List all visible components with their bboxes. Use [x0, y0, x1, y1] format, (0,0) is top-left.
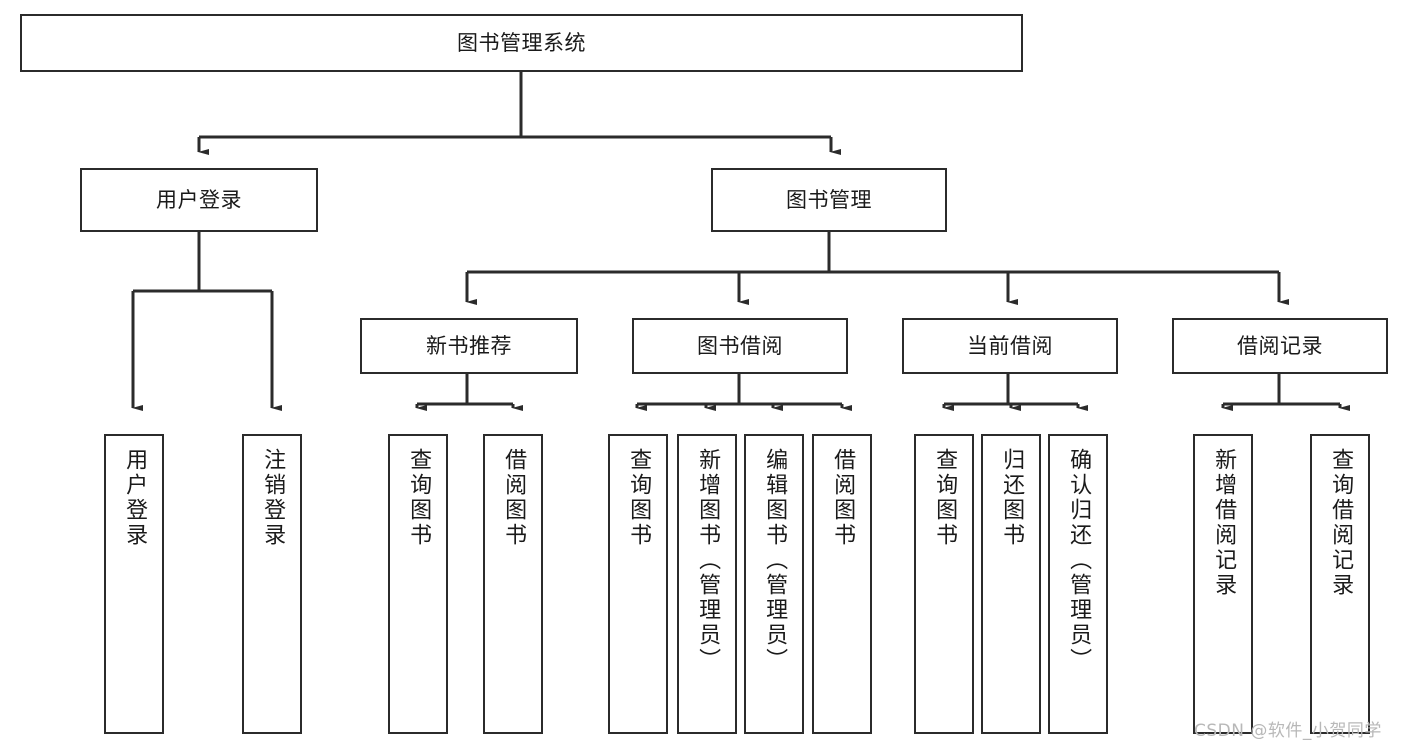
node-label: 查询图书: [932, 448, 958, 548]
leaf-borrow-query-book[interactable]: 查询图书: [608, 434, 668, 734]
node-current-borrow[interactable]: 当前借阅: [902, 318, 1118, 374]
leaf-recommend-borrow-book[interactable]: 借阅图书: [483, 434, 543, 734]
node-label: 归还图书: [999, 448, 1025, 548]
node-book-management[interactable]: 图书管理: [711, 168, 947, 232]
leaf-borrow-borrow-book[interactable]: 借阅图书: [812, 434, 872, 734]
node-borrow-record[interactable]: 借阅记录: [1172, 318, 1388, 374]
node-label: 查询图书: [406, 448, 432, 548]
node-label: 新增图书（管理员）: [695, 448, 721, 673]
leaf-record-query-record[interactable]: 查询借阅记录: [1310, 434, 1370, 734]
node-book-borrow[interactable]: 图书借阅: [632, 318, 848, 374]
leaf-user-logout[interactable]: 注销登录: [242, 434, 302, 734]
node-label: 确认归还（管理员）: [1066, 448, 1092, 673]
node-label: 图书管理: [786, 187, 872, 212]
node-label: 图书借阅: [697, 333, 783, 358]
node-label: 新增借阅记录: [1211, 448, 1237, 598]
node-label: 借阅记录: [1237, 333, 1323, 358]
node-label: 用户登录: [122, 448, 148, 548]
node-label: 借阅图书: [830, 448, 856, 548]
leaf-user-login[interactable]: 用户登录: [104, 434, 164, 734]
leaf-current-query-book[interactable]: 查询图书: [914, 434, 974, 734]
node-label: 编辑图书（管理员）: [762, 448, 788, 673]
leaf-record-add-record[interactable]: 新增借阅记录: [1193, 434, 1253, 734]
csdn-watermark: CSDN @软件_小贺同学: [1194, 721, 1382, 741]
leaf-current-return-book[interactable]: 归还图书: [981, 434, 1041, 734]
leaf-borrow-add-book-admin[interactable]: 新增图书（管理员）: [677, 434, 737, 734]
node-user-login[interactable]: 用户登录: [80, 168, 318, 232]
leaf-current-confirm-return-admin[interactable]: 确认归还（管理员）: [1048, 434, 1108, 734]
node-label: 用户登录: [156, 187, 242, 212]
node-label: 图书管理系统: [457, 30, 586, 55]
node-label: 当前借阅: [967, 333, 1053, 358]
node-label: 借阅图书: [501, 448, 527, 548]
leaf-recommend-query-book[interactable]: 查询图书: [388, 434, 448, 734]
node-label: 注销登录: [260, 448, 286, 548]
node-label: 查询借阅记录: [1328, 448, 1354, 598]
node-label: 查询图书: [626, 448, 652, 548]
node-label: 新书推荐: [426, 333, 512, 358]
leaf-borrow-edit-book-admin[interactable]: 编辑图书（管理员）: [744, 434, 804, 734]
node-root-system[interactable]: 图书管理系统: [20, 14, 1023, 72]
node-new-book-recommend[interactable]: 新书推荐: [360, 318, 578, 374]
